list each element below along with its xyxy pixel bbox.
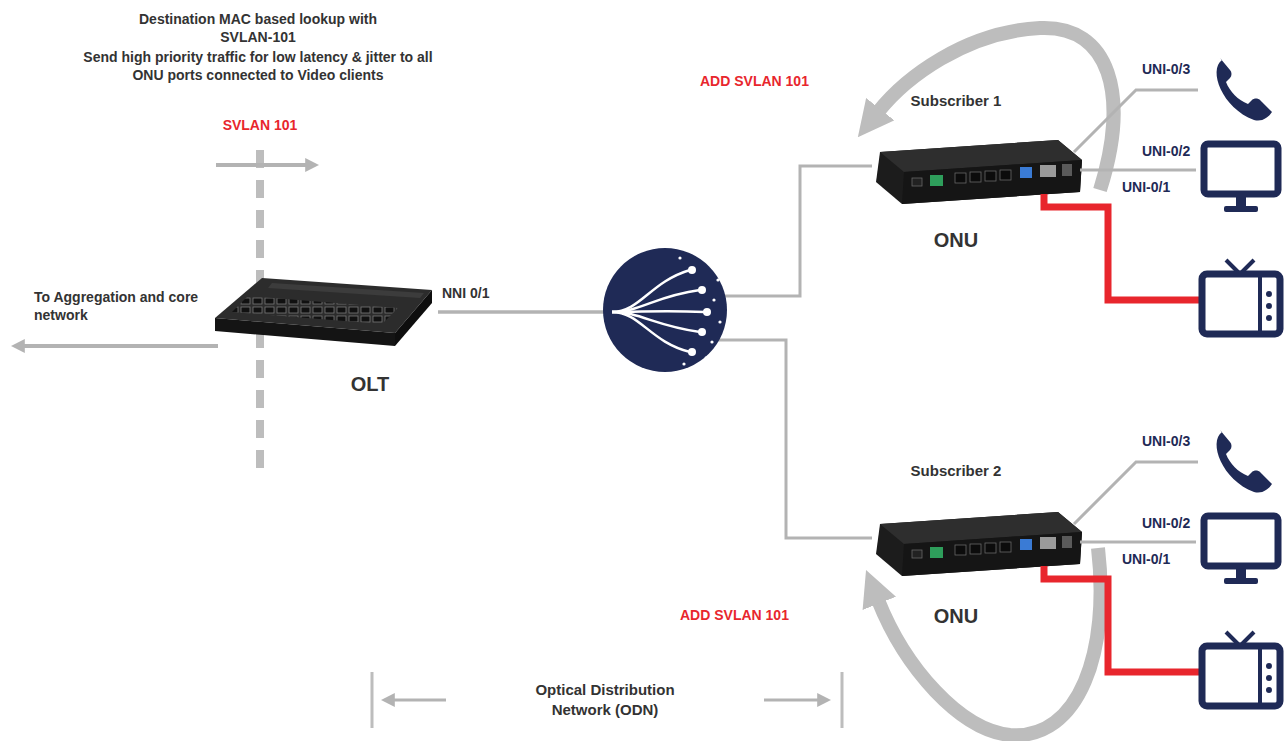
port-label: NNI 0/1: [442, 284, 532, 302]
onu-node: Subscriber 1 ONU: [872, 88, 1087, 258]
onu-node: Subscriber 2 ONU: [872, 458, 1087, 632]
flow-arrow: [216, 163, 308, 167]
vlan-label: SVLAN 101: [200, 116, 320, 134]
port-label: UNI-0/2: [1142, 514, 1222, 532]
port-label: UNI-0/1: [1122, 178, 1202, 196]
port-label: UNI-0/3: [1142, 432, 1222, 450]
vlan-action: ADD SVLAN 101: [680, 606, 840, 624]
device-name: OLT: [330, 372, 410, 396]
subscriber-heading: Subscriber 1: [908, 92, 1004, 110]
direction-label: To Aggregation and core network: [34, 288, 214, 324]
note: Send high priority traffic for low laten…: [68, 48, 448, 84]
olt-node: OLT: [212, 268, 438, 403]
note: Destination MAC based lookup with SVLAN-…: [138, 10, 378, 46]
olt-device: [215, 278, 432, 346]
fiber-connector: [438, 166, 872, 312]
subscriber-heading: Subscriber 2: [908, 462, 1004, 480]
device-name: ONU: [916, 604, 996, 628]
uplink-arrow: [22, 344, 218, 348]
odn-bracket: [372, 672, 842, 728]
optical-splitter: [603, 248, 727, 372]
port-label: UNI-0/3: [1142, 60, 1222, 78]
port-label: UNI-0/1: [1122, 550, 1202, 568]
region-label: Optical Distribution Network (ODN): [510, 680, 700, 719]
port-label: UNI-0/2: [1142, 142, 1222, 160]
device-name: ONU: [916, 228, 996, 252]
vlan-action: ADD SVLAN 101: [700, 72, 860, 90]
